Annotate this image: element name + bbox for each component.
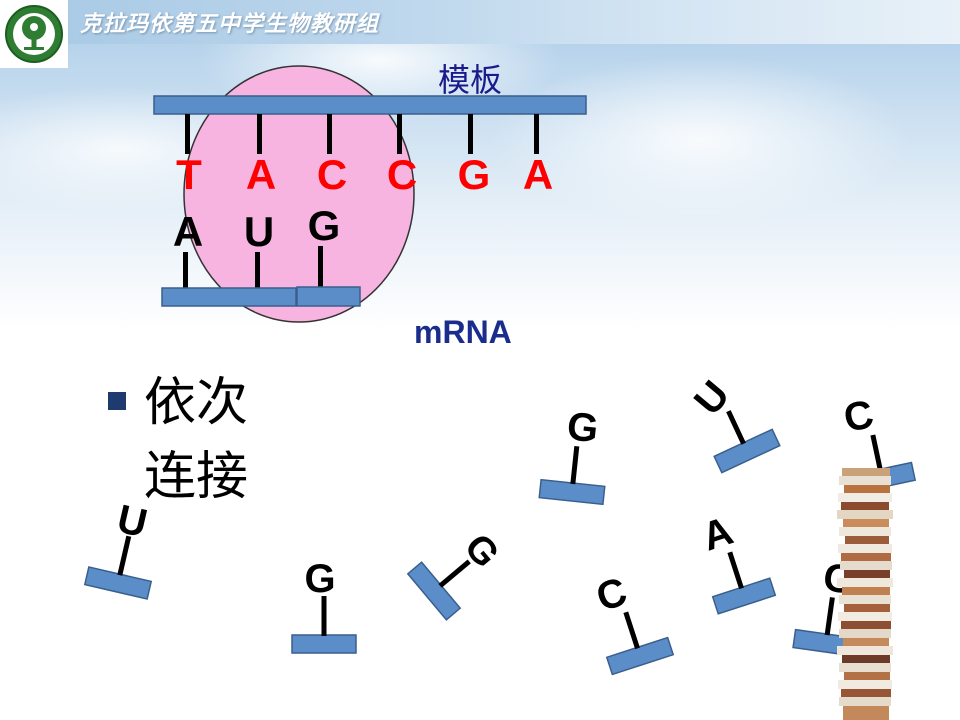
template-stick-2 (257, 114, 262, 154)
mrna-base-3: G (308, 202, 341, 249)
template-base-2: A (246, 151, 276, 198)
template-stick-4 (397, 114, 402, 154)
svg-text:A: A (697, 509, 738, 560)
template-base-6: A (523, 151, 553, 198)
mrna-label: mRNA (414, 314, 512, 350)
template-stick-5 (468, 114, 473, 154)
book-stack (837, 468, 893, 720)
template-stick-3 (327, 114, 332, 154)
school-logo (0, 0, 68, 68)
free-nucleotide-c-1: C (591, 569, 675, 676)
template-base-4: C (387, 151, 417, 198)
book-stack-image (837, 468, 893, 720)
template-base-1: T (176, 151, 202, 198)
svg-text:C: C (840, 392, 877, 441)
svg-text:G: G (565, 404, 601, 451)
mrna-strand-segment-1 (161, 287, 297, 307)
free-nucleotide-g-2: G (406, 526, 507, 621)
mrna-sticks (183, 246, 323, 288)
bullet-line-2: 连接 (144, 447, 249, 507)
bullet-square-icon (108, 392, 126, 410)
free-nucleotide-g-1: G (291, 557, 357, 654)
bullet-line-1: 依次 (144, 373, 249, 433)
rna-polymerase-ellipse (183, 65, 415, 323)
free-nucleotide-u-2: U (686, 373, 781, 474)
template-stick-1 (185, 114, 190, 154)
mrna-strand-segment-2 (296, 286, 361, 307)
bullet-text: 依次 连接 (144, 366, 284, 514)
template-label: 模板 (438, 61, 503, 99)
template-base-3: C (317, 151, 347, 198)
mrna-base-1: A (173, 208, 203, 255)
template-stick-6 (534, 114, 539, 154)
mrna-stick-2 (255, 252, 260, 288)
template-base-5: G (458, 151, 491, 198)
mrna-stick-1 (183, 252, 188, 288)
free-nucleotide-g-3: G (538, 404, 606, 506)
school-name: 克拉玛依第五中学生物教研组 (80, 11, 380, 37)
tree-icon (5, 5, 63, 63)
template-sticks (185, 114, 539, 154)
template-strand (153, 95, 587, 115)
mrna-stick-3 (318, 246, 323, 288)
header-band (0, 0, 960, 44)
svg-text:G: G (304, 557, 335, 601)
mrna-base-2: U (244, 208, 274, 255)
free-nucleotide-a-1: A (697, 509, 777, 615)
svg-text:C: C (591, 569, 632, 620)
